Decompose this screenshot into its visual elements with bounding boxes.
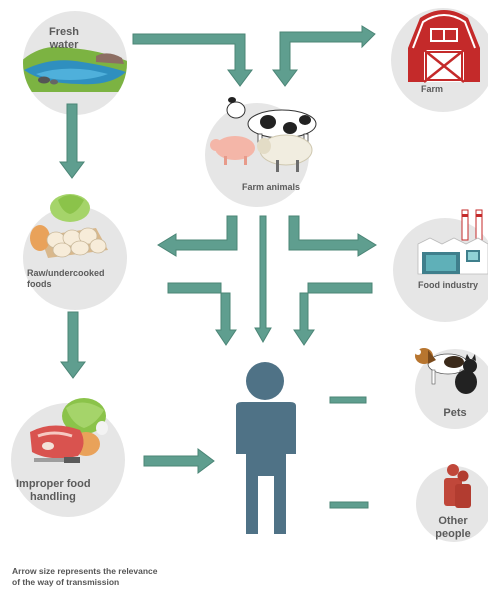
meat-cabbage-icon xyxy=(30,398,108,463)
person-icon xyxy=(236,362,296,534)
arrow-size-caption: Arrow size represents the relevance of t… xyxy=(12,566,272,588)
barn-icon xyxy=(408,10,480,83)
caption-line-1: Arrow size represents the relevance xyxy=(12,566,158,576)
food-industry-label: Food industry xyxy=(418,280,478,290)
arrow-water-to-animals xyxy=(132,33,253,87)
improper-handling-label-1: Improper food xyxy=(16,478,91,490)
people-icon xyxy=(444,464,471,508)
farm-animals-label: Farm animals xyxy=(242,182,300,192)
factory-icon xyxy=(417,209,488,275)
arrows xyxy=(59,25,377,509)
arrow-industry-to-person xyxy=(293,282,373,346)
lake-icon xyxy=(23,46,127,92)
arrow-farm-to-animals xyxy=(272,25,376,87)
arrow-water-to-raw xyxy=(59,103,85,179)
arrow-pets-to-person xyxy=(329,396,367,404)
pets-label: Pets xyxy=(443,407,466,419)
fresh-water-label-1: Fresh xyxy=(49,26,79,38)
improper-handling-label-2: handling xyxy=(30,491,76,503)
other-people-label-2: people xyxy=(435,528,470,540)
arrow-people-to-person xyxy=(329,501,369,509)
raw-foods-label-1: Raw/undercooked xyxy=(27,268,105,278)
farm-label: Farm xyxy=(421,84,443,94)
raw-foods-circle xyxy=(23,206,127,310)
farm-animals-icon xyxy=(210,97,317,172)
raw-foods-label-2: foods xyxy=(27,279,52,289)
dog-cat-icon xyxy=(415,348,477,394)
raw-food-icon xyxy=(30,194,108,258)
arrow-raw-to-improper xyxy=(60,311,86,379)
arrow-animals-to-raw xyxy=(157,215,238,257)
arrow-animals-to-person xyxy=(254,215,272,344)
other-people-label-1: Other xyxy=(438,515,468,527)
caption-line-2: of the way of transmission xyxy=(12,577,120,587)
arrow-raw-to-person xyxy=(167,282,237,346)
arrow-improper-to-person xyxy=(143,448,215,474)
fresh-water-label-2: water xyxy=(49,39,79,51)
arrow-animals-to-industry xyxy=(288,215,377,257)
